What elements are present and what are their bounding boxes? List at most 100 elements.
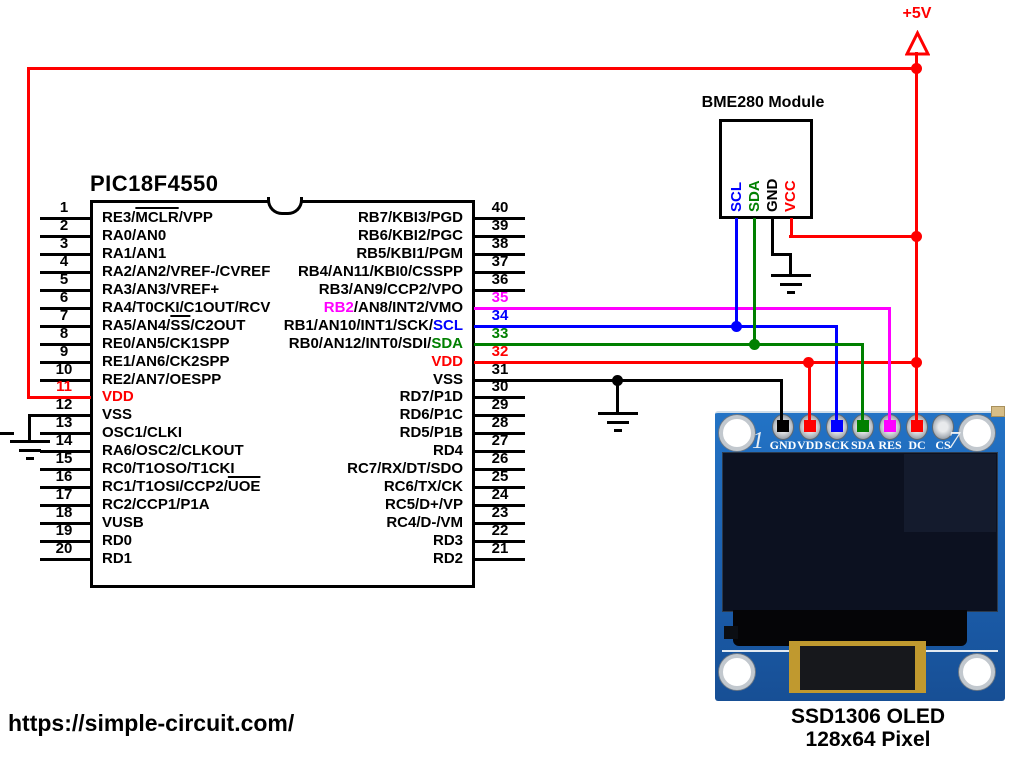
wire-scl-h [476, 325, 838, 328]
pin-label-12: VSS [102, 406, 132, 424]
pin-label-segment: RD4 [432, 442, 463, 459]
junction-dot [911, 63, 922, 74]
pin-number-4: 4 [59, 253, 69, 270]
pin-number-3: 3 [59, 235, 69, 252]
pin-stub-right-22 [474, 540, 525, 543]
pin-number-20: 20 [55, 540, 73, 557]
pin-stub-left-13 [40, 432, 91, 435]
wire-bme-vcc-v [790, 218, 793, 238]
pin-label-segment: RB7/KBI3/PGD [357, 209, 463, 226]
oled-silk-pin1: 1 [752, 428, 764, 454]
pin-label-segment: RC0/T1OSO/T1CKI [102, 460, 235, 477]
pin-stub-left-4 [40, 271, 91, 274]
pin-label-segment: RD6/P1C [399, 406, 463, 423]
ground-symbol-mid-bar1 [597, 412, 638, 415]
pin-label-segment: VUSB [102, 514, 144, 531]
pin-label-1: RE3/MCLR/VPP [102, 209, 213, 227]
pin-number-14: 14 [55, 432, 73, 449]
pin-stub-right-26 [474, 468, 525, 471]
pin-label-segment: RD0 [102, 532, 133, 549]
oled-pad-label-sda: SDA [850, 438, 875, 452]
pin-label-10: RE2/AN7/OESPP [102, 371, 221, 389]
pin-label-8: RE0/AN5/CK1SPP [102, 335, 230, 353]
pin-number-22: 22 [491, 522, 509, 539]
pin-number-18: 18 [55, 504, 73, 521]
pin-label-segment: VDD [431, 353, 463, 370]
wire-oled-vdd-v [808, 361, 811, 428]
pin-label-segment: RA5/AN4/ [102, 317, 171, 334]
pin-label-segment: RA3/AN3/VREF+ [102, 281, 220, 298]
ground-symbol-bme-bar2 [779, 283, 802, 286]
oled-silk-pin7: 7 [948, 428, 960, 454]
wire-oled-sck-v [835, 325, 838, 428]
pin-label-16: RC1/T1OSI/CCP2/UOE [102, 478, 260, 496]
pin-label-17: RC2/CCP1/P1A [102, 496, 210, 514]
pin-label-segment: RB5/KBI1/PGM [356, 245, 463, 262]
oled-pad-label-cs: CS [935, 438, 951, 452]
oled-smd-component [724, 626, 738, 639]
pin-stub-right-38 [474, 253, 525, 256]
pin-label-39: RB6/KBI2/PGC [95, 227, 463, 245]
wire-vss-pin12-v [28, 414, 31, 441]
junction-dot [911, 231, 922, 242]
pin-label-40: RB7/KBI3/PGD [95, 209, 463, 227]
wire-osc1-stub [0, 432, 14, 435]
oled-mount-hole [959, 415, 995, 451]
pin-label-segment: RD5/P1B [399, 424, 463, 441]
pin-number-33: 33 [491, 325, 509, 342]
pin-number-38: 38 [491, 235, 509, 252]
pin-stub-left-5 [40, 289, 91, 292]
wire-bme-gnd-v1 [771, 218, 774, 256]
pin-label-segment: RE3/ [102, 209, 136, 226]
pin-label-20: RD1 [102, 550, 132, 568]
oled-pad-label-vdd: VDD [797, 438, 823, 452]
pin-number-30: 30 [491, 378, 509, 395]
wire-bme-gnd-v2 [789, 253, 792, 276]
pin-label-segment: RB1/AN10/INT1/SCK/ [283, 317, 433, 334]
ground-symbol-mid-bar3 [613, 429, 622, 432]
pin-stub-left-3 [40, 253, 91, 256]
oled-caption-line2: 128x64 Pixel [805, 728, 931, 751]
pin-stub-left-2 [40, 235, 91, 238]
pin-number-36: 36 [491, 271, 509, 288]
wire-vdd-pin32-h [476, 361, 918, 364]
oled-caption-line1: SSD1306 OLED [790, 705, 946, 728]
supply-voltage-label: +5V [902, 5, 932, 22]
pin-stub-left-9 [40, 361, 91, 364]
pin-label-21: RD2 [95, 550, 463, 568]
pin-label-33: RB0/AN12/INT0/SDI/SDA [95, 335, 463, 353]
pin-label-23: RC4/D-/VM [95, 514, 463, 532]
bme280-pin-label-scl: SCL [727, 182, 745, 212]
pin-label-15: RC0/T1OSO/T1CKI [102, 460, 235, 478]
oled-pad-label-sck: SCK [824, 438, 850, 452]
pin-stub-right-30 [474, 396, 525, 399]
pin-label-segment: RB2 [323, 299, 354, 316]
pin-label-29: RD6/P1C [95, 406, 463, 424]
pin-label-segment: VSS [102, 406, 133, 423]
pin-label-segment: RD1 [102, 550, 133, 567]
pin-label-34: RB1/AN10/INT1/SCK/SCL [95, 317, 463, 335]
pin-label-19: RD0 [102, 532, 132, 550]
pin-number-15: 15 [55, 450, 73, 467]
pin-label-segment: RE2/AN7/OESPP [102, 371, 222, 388]
pin-label-segment: RD3 [432, 532, 463, 549]
pin-stub-left-20 [40, 558, 91, 561]
pin-label-segment: RA2/AN2/VREF-/CVREF [102, 263, 271, 280]
pin-label-segment: RB0/AN12/INT0/SDI/ [288, 335, 432, 352]
pin-label-segment: RA6/OSC2/CLKOUT [102, 442, 244, 459]
pin-label-2: RA0/AN0 [102, 227, 166, 245]
wire-5v-top-rail [27, 67, 918, 70]
pin-number-32: 32 [491, 343, 509, 360]
wire-vdd-pin11 [27, 396, 91, 399]
pin-label-segment: RC1/T1OSI/CCP2/ [102, 478, 228, 495]
pin-stub-left-17 [40, 504, 91, 507]
junction-dot [803, 357, 814, 368]
pin-number-31: 31 [491, 361, 509, 378]
ground-symbol-bme-bar3 [786, 291, 795, 294]
pin-label-segment: RD7/P1D [399, 388, 463, 405]
wire-bme-vcc-h [789, 235, 918, 238]
pin-label-38: RB5/KBI1/PGM [95, 245, 463, 263]
pin-label-segment: RA4/T0CKI/C1OUT/RCV [102, 299, 271, 316]
pin-number-34: 34 [491, 307, 509, 324]
